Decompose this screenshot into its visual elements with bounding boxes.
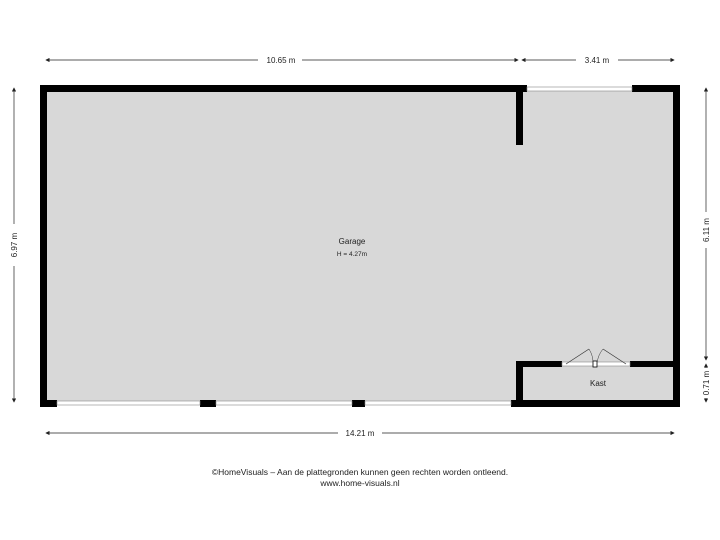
dim-left: 6.97 m <box>10 232 19 257</box>
walls <box>40 85 680 407</box>
kast-doors <box>561 348 631 368</box>
dim-top-right: 3.41 m <box>585 56 610 65</box>
dimension-lines <box>11 57 709 436</box>
dim-top-left: 10.65 m <box>267 56 296 65</box>
dim-right-lower: 0.71 m <box>702 370 711 395</box>
footer-copyright: ©HomeVisuals – Aan de plattegronden kunn… <box>211 467 509 477</box>
dim-right-upper: 6.11 m <box>702 218 711 242</box>
room-label-garage: Garage <box>339 237 366 246</box>
dim-bottom: 14.21 m <box>346 429 375 438</box>
garage-floor <box>44 88 676 404</box>
windows <box>56 86 633 406</box>
kast-floor <box>521 367 676 404</box>
room-label-kast: Kast <box>590 379 607 388</box>
footer-website: www.home-visuals.nl <box>320 478 400 488</box>
room-height-garage: H = 4.27m <box>337 251 367 258</box>
